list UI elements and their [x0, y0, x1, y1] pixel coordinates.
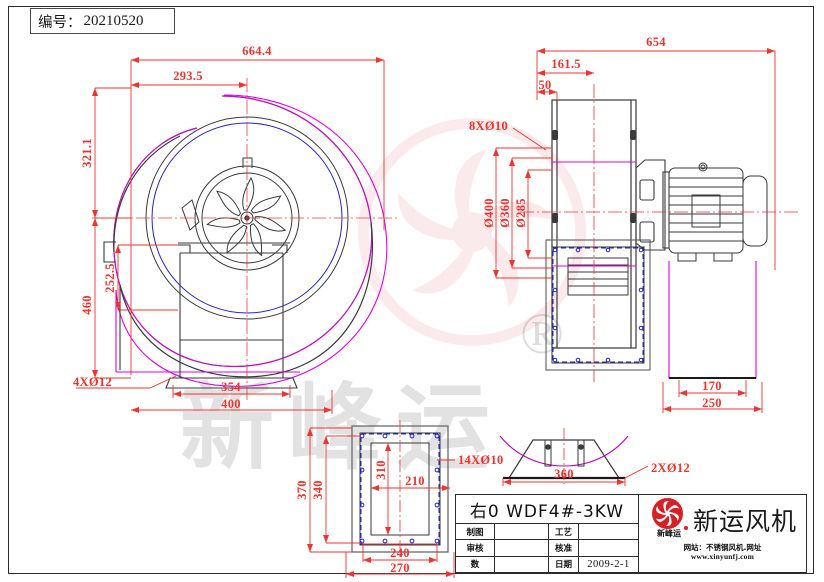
side-view-dimension-texts: 654 161.5 50 8XØ10 Ø400 Ø360 Ø285 170 25…	[469, 35, 722, 410]
side-view-assembly	[520, 84, 800, 382]
dim-flange-bolt-width: 240	[390, 546, 410, 560]
front-view-pedestal	[165, 242, 298, 389]
motor-base	[668, 261, 757, 379]
brand-mark-text: 新峰运	[656, 529, 681, 538]
value-reviewer[interactable]	[495, 540, 549, 556]
company-name: 新运风机	[692, 507, 797, 536]
value-quantity[interactable]	[495, 556, 549, 572]
side-outlet-flange	[545, 239, 651, 371]
dim-base-holes: 4XØ12	[73, 375, 112, 389]
side-view-dimension-lines	[493, 48, 776, 413]
dim-bracket-width: 360	[554, 467, 574, 481]
outlet-flange-detail-view	[351, 420, 449, 560]
bracket-bolts	[544, 439, 585, 467]
watermark-pinwheel-blades	[398, 149, 555, 307]
outlet-flange-dimension-texts: 370 340 310 210 240 270 14XØ10	[295, 453, 504, 575]
title-block: 右0 WDF4#-3KW 制图 工艺 审核 核准 数 日期 2009-2-1	[455, 494, 807, 573]
value-draftsman[interactable]	[495, 524, 549, 540]
title-block-left: 右0 WDF4#-3KW 制图 工艺 审核 核准 数 日期 2009-2-1	[456, 495, 639, 572]
label-draftsman: 制图	[456, 524, 495, 540]
label-quantity: 数	[456, 556, 495, 572]
drawing-number-value: 20210520	[83, 12, 144, 29]
title-block-row-1: 制图 工艺	[456, 524, 638, 541]
motor-body	[668, 162, 768, 262]
dim-flange-height-outer: 370	[295, 480, 309, 500]
pinwheel-logo-icon	[651, 498, 683, 529]
dim-flange-holes: 14XØ10	[458, 453, 504, 467]
outlet-flange-dimension-lines	[307, 427, 455, 578]
dim-outlet-opening-width: 210	[405, 474, 425, 488]
value-approver[interactable]	[579, 540, 638, 555]
dim-base-bolt-spacing: 354	[221, 380, 241, 394]
website-line-2: www.xinyunfj.com	[690, 552, 755, 562]
label-date: 日期	[549, 556, 579, 572]
label-reviewer: 审核	[456, 540, 495, 556]
dim-inlet-bore: Ø285	[514, 198, 528, 228]
front-view-volute	[92, 78, 400, 400]
front-view-dimension-lines	[92, 57, 385, 414]
brand-lockup: 新峰运 新运风机	[648, 498, 797, 542]
mount-bracket-detail-view	[499, 428, 629, 484]
website-line-1: 网站：不锈钢风机.网址	[683, 543, 762, 552]
title-block-brand: 新峰运 新运风机 网站：不锈钢风机.网址 www.xinyunfj.com	[639, 495, 806, 572]
title-block-row-3: 数 日期 2009-2-1	[456, 556, 638, 572]
title-block-row-2: 审核 核准	[456, 540, 638, 557]
dim-overall-width: 664.4	[242, 44, 272, 58]
dim-inlet-flange-thickness: 50	[538, 78, 551, 92]
mount-bracket-dimension-lines	[502, 465, 649, 486]
model-designation-text: 右0 WDF4#-3KW	[469, 501, 625, 522]
front-view-dimension-texts: 664.4 293.5 321.1 252.5 460 354 400 4XØ1…	[73, 44, 272, 411]
drawing-number-label: 编号：	[38, 14, 82, 31]
label-process: 工艺	[549, 524, 579, 540]
dim-flange-width-outer: 270	[390, 561, 410, 575]
drawing-number-box: 编号： 20210520	[30, 8, 175, 34]
dim-inlet-outer-diameter: Ø400	[482, 198, 496, 228]
dim-overall-length: 654	[646, 35, 666, 49]
logo-accent-dot	[683, 526, 688, 530]
dim-bracket-holes: 2XØ12	[651, 461, 690, 475]
dim-motor-base-inner: 170	[702, 379, 722, 393]
dim-center-to-base: 252.5	[103, 263, 117, 293]
dim-height-above-center: 321.1	[80, 138, 94, 168]
value-process[interactable]	[579, 524, 638, 539]
company-logo: 新峰运	[648, 498, 688, 542]
dim-inlet-to-center: 161.5	[551, 57, 581, 71]
model-designation: 右0 WDF4#-3KW	[456, 495, 638, 524]
flange-bolt-holes	[359, 433, 440, 544]
inlet-flange-studs	[552, 130, 636, 223]
dim-overall-height: 460	[80, 295, 94, 315]
dim-center-offset-x: 293.5	[173, 69, 203, 83]
dim-base-width: 400	[221, 397, 241, 411]
dim-motor-base-outer: 250	[702, 396, 722, 410]
value-date[interactable]: 2009-2-1	[587, 558, 630, 570]
dim-flange-bolt-height: 340	[311, 480, 325, 500]
dim-inlet-bolt-circle: Ø360	[498, 198, 512, 228]
watermark-pinwheel-ring	[358, 118, 586, 346]
dim-inlet-bolt-holes: 8XØ10	[469, 119, 508, 133]
mount-bracket-dimension-texts: 360 2XØ12	[554, 461, 690, 481]
label-approver: 核准	[549, 540, 579, 556]
dim-outlet-opening-height: 310	[374, 460, 388, 480]
company-website: 网站：不锈钢风机.网址 www.xinyunfj.com	[684, 543, 762, 562]
